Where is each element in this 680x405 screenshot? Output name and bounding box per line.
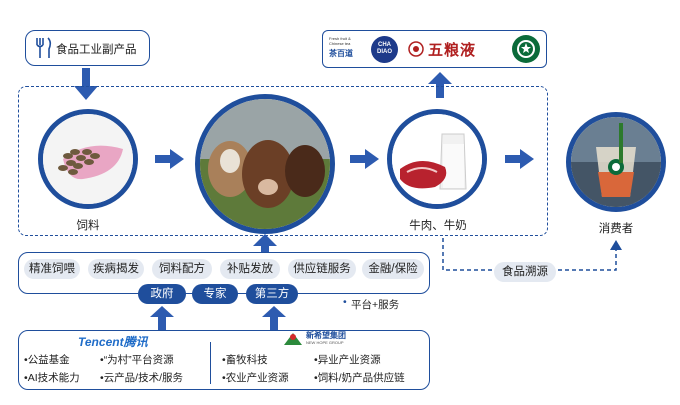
- consumer-drink-image: [571, 117, 661, 207]
- byproduct-label: 食品工业副产品: [56, 44, 137, 56]
- wuliangye-emblem-icon: [408, 41, 424, 57]
- beef-milk-image: [392, 114, 482, 204]
- fork-knife-icon: [36, 37, 52, 58]
- brand-chabaidao: Fresh fruit & Chinese tea 茶百道: [329, 36, 365, 62]
- newhope-item-2: •异业产业资源: [314, 354, 381, 366]
- byproduct-box: 食品工业副产品: [25, 30, 150, 66]
- brand-chabaidao-name: 茶百道: [329, 49, 353, 58]
- flow-arrow-3-bar: [505, 155, 521, 163]
- starbucks-logo-icon: [512, 35, 540, 63]
- up-arrow-partner-left: [150, 306, 174, 330]
- tencent-item-2: •“为村”平台资源: [100, 354, 174, 366]
- feed-circle: [38, 109, 138, 209]
- feed-pellets-image: [43, 114, 133, 204]
- up-arrow-cattle: [253, 234, 277, 256]
- service-finance: 金融/保险: [362, 259, 424, 279]
- role-expert: 专家: [192, 284, 238, 304]
- newhope-logo: 新希望集团 NEW HOPE GROUP: [306, 331, 366, 345]
- down-arrow-byproduct: [74, 68, 98, 100]
- consumer-label: 消费者: [598, 223, 634, 235]
- cattle-circle: [195, 94, 335, 234]
- up-arrow-partner-right: [262, 306, 286, 330]
- service-precision-feeding: 精准饲喂: [24, 259, 80, 279]
- value-chain-frame: [18, 86, 548, 236]
- newhope-logo-icon: [284, 333, 302, 345]
- flow-arrow-2-head: [365, 149, 379, 169]
- traceability-label: 食品溯源: [494, 262, 556, 282]
- service-subsidy: 补贴发放: [220, 259, 280, 279]
- newhope-item-3: •农业产业资源: [222, 372, 289, 384]
- service-disease: 疾病揭发: [88, 259, 144, 279]
- service-supply-chain: 供应链服务: [288, 259, 356, 279]
- newhope-item-1: •畜牧科技: [222, 354, 268, 366]
- flow-arrow-3-head: [520, 149, 534, 169]
- platform-bullet: •: [343, 296, 347, 308]
- brand-chabaidao-small: Fresh fruit & Chinese tea: [329, 36, 351, 46]
- platform-note: 平台+服务: [351, 299, 400, 311]
- brand-wuliangye: 五粮液: [408, 40, 498, 60]
- tencent-item-4: •云产品/技术/服务: [100, 372, 184, 384]
- traceability-path: [442, 238, 622, 271]
- partners-divider: [210, 342, 211, 384]
- brand-wuliangye-name: 五粮液: [428, 41, 477, 59]
- partners-box: [18, 330, 430, 390]
- tencent-item-3: •AI技术能力: [24, 372, 80, 384]
- flow-arrow-2-bar: [350, 155, 366, 163]
- flow-arrow-1-head: [170, 149, 184, 169]
- tencent-logo-cn: 腾讯: [123, 335, 148, 349]
- newhope-logo-en: NEW HOPE GROUP: [306, 340, 344, 345]
- service-feed-formula: 饲料配方: [152, 259, 212, 279]
- tencent-logo: Tencent腾讯: [78, 333, 148, 349]
- feed-label: 饲料: [76, 220, 100, 232]
- consumer-circle: [566, 112, 666, 212]
- role-government: 政府: [138, 284, 186, 304]
- role-third-party: 第三方: [246, 284, 298, 304]
- tencent-logo-latin: Tencent: [78, 335, 124, 349]
- newhope-logo-cn: 新希望集团: [306, 331, 346, 340]
- tencent-item-1: •公益基金: [24, 354, 70, 366]
- cattle-image: [200, 99, 330, 229]
- newhope-item-4: •饲料/奶产品供应链: [314, 372, 405, 384]
- beef-milk-circle: [387, 109, 487, 209]
- beef-milk-label: 牛肉、牛奶: [409, 220, 467, 232]
- up-arrow-brands: [428, 72, 452, 98]
- flow-arrow-1-bar: [155, 155, 171, 163]
